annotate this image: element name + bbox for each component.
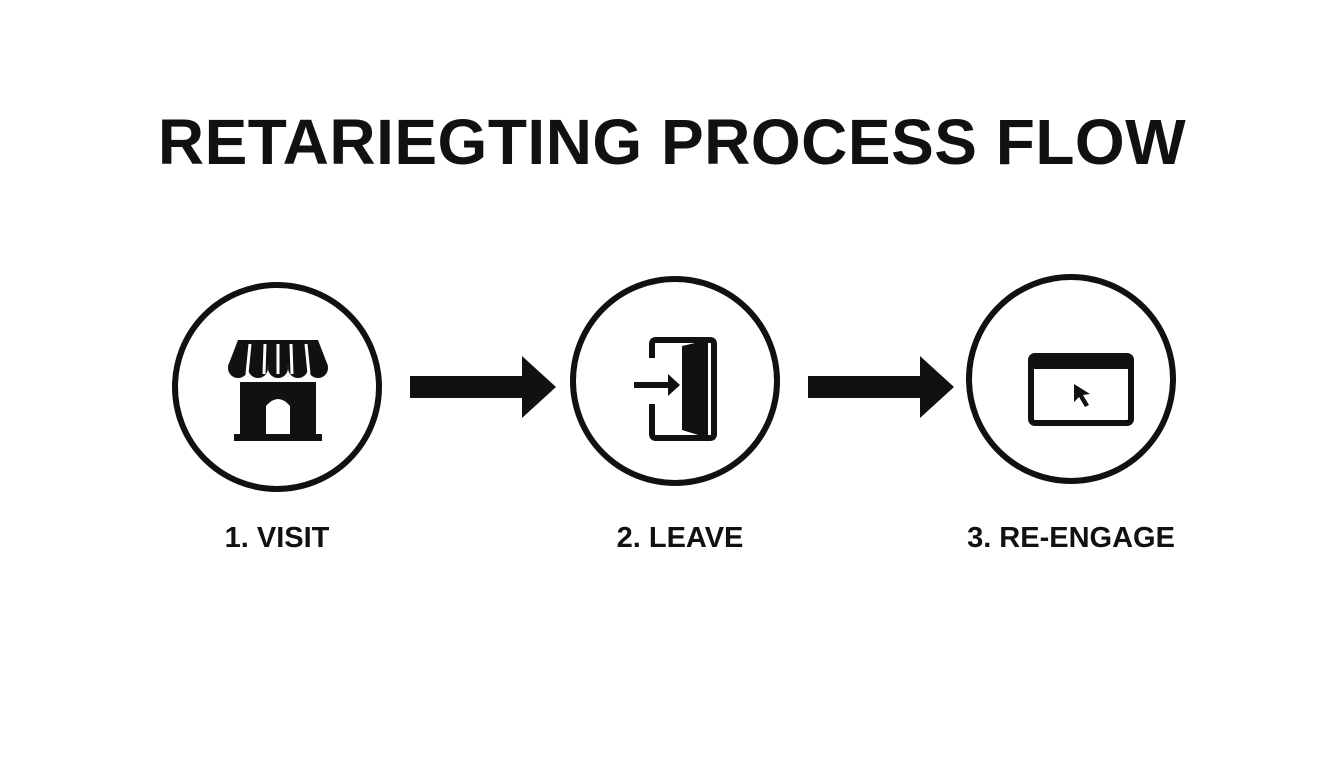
step-leave-circle <box>570 276 780 486</box>
diagram-title: RETARIEGTING PROCESS FLOW <box>157 106 1187 178</box>
exit-door-icon <box>634 337 717 441</box>
storefront-icon <box>228 340 328 441</box>
step-leave-label: 2. LEAVE <box>616 522 744 554</box>
step-reengage-label: 3. RE-ENGAGE <box>967 522 1175 554</box>
step-visit-circle <box>172 282 382 492</box>
step-reengage-circle <box>966 274 1176 484</box>
arrow-right-icon <box>808 356 954 418</box>
step-visit-label: 1. VISIT <box>224 522 330 554</box>
arrow-right-icon <box>410 356 556 418</box>
browser-cursor-icon <box>1028 353 1134 426</box>
